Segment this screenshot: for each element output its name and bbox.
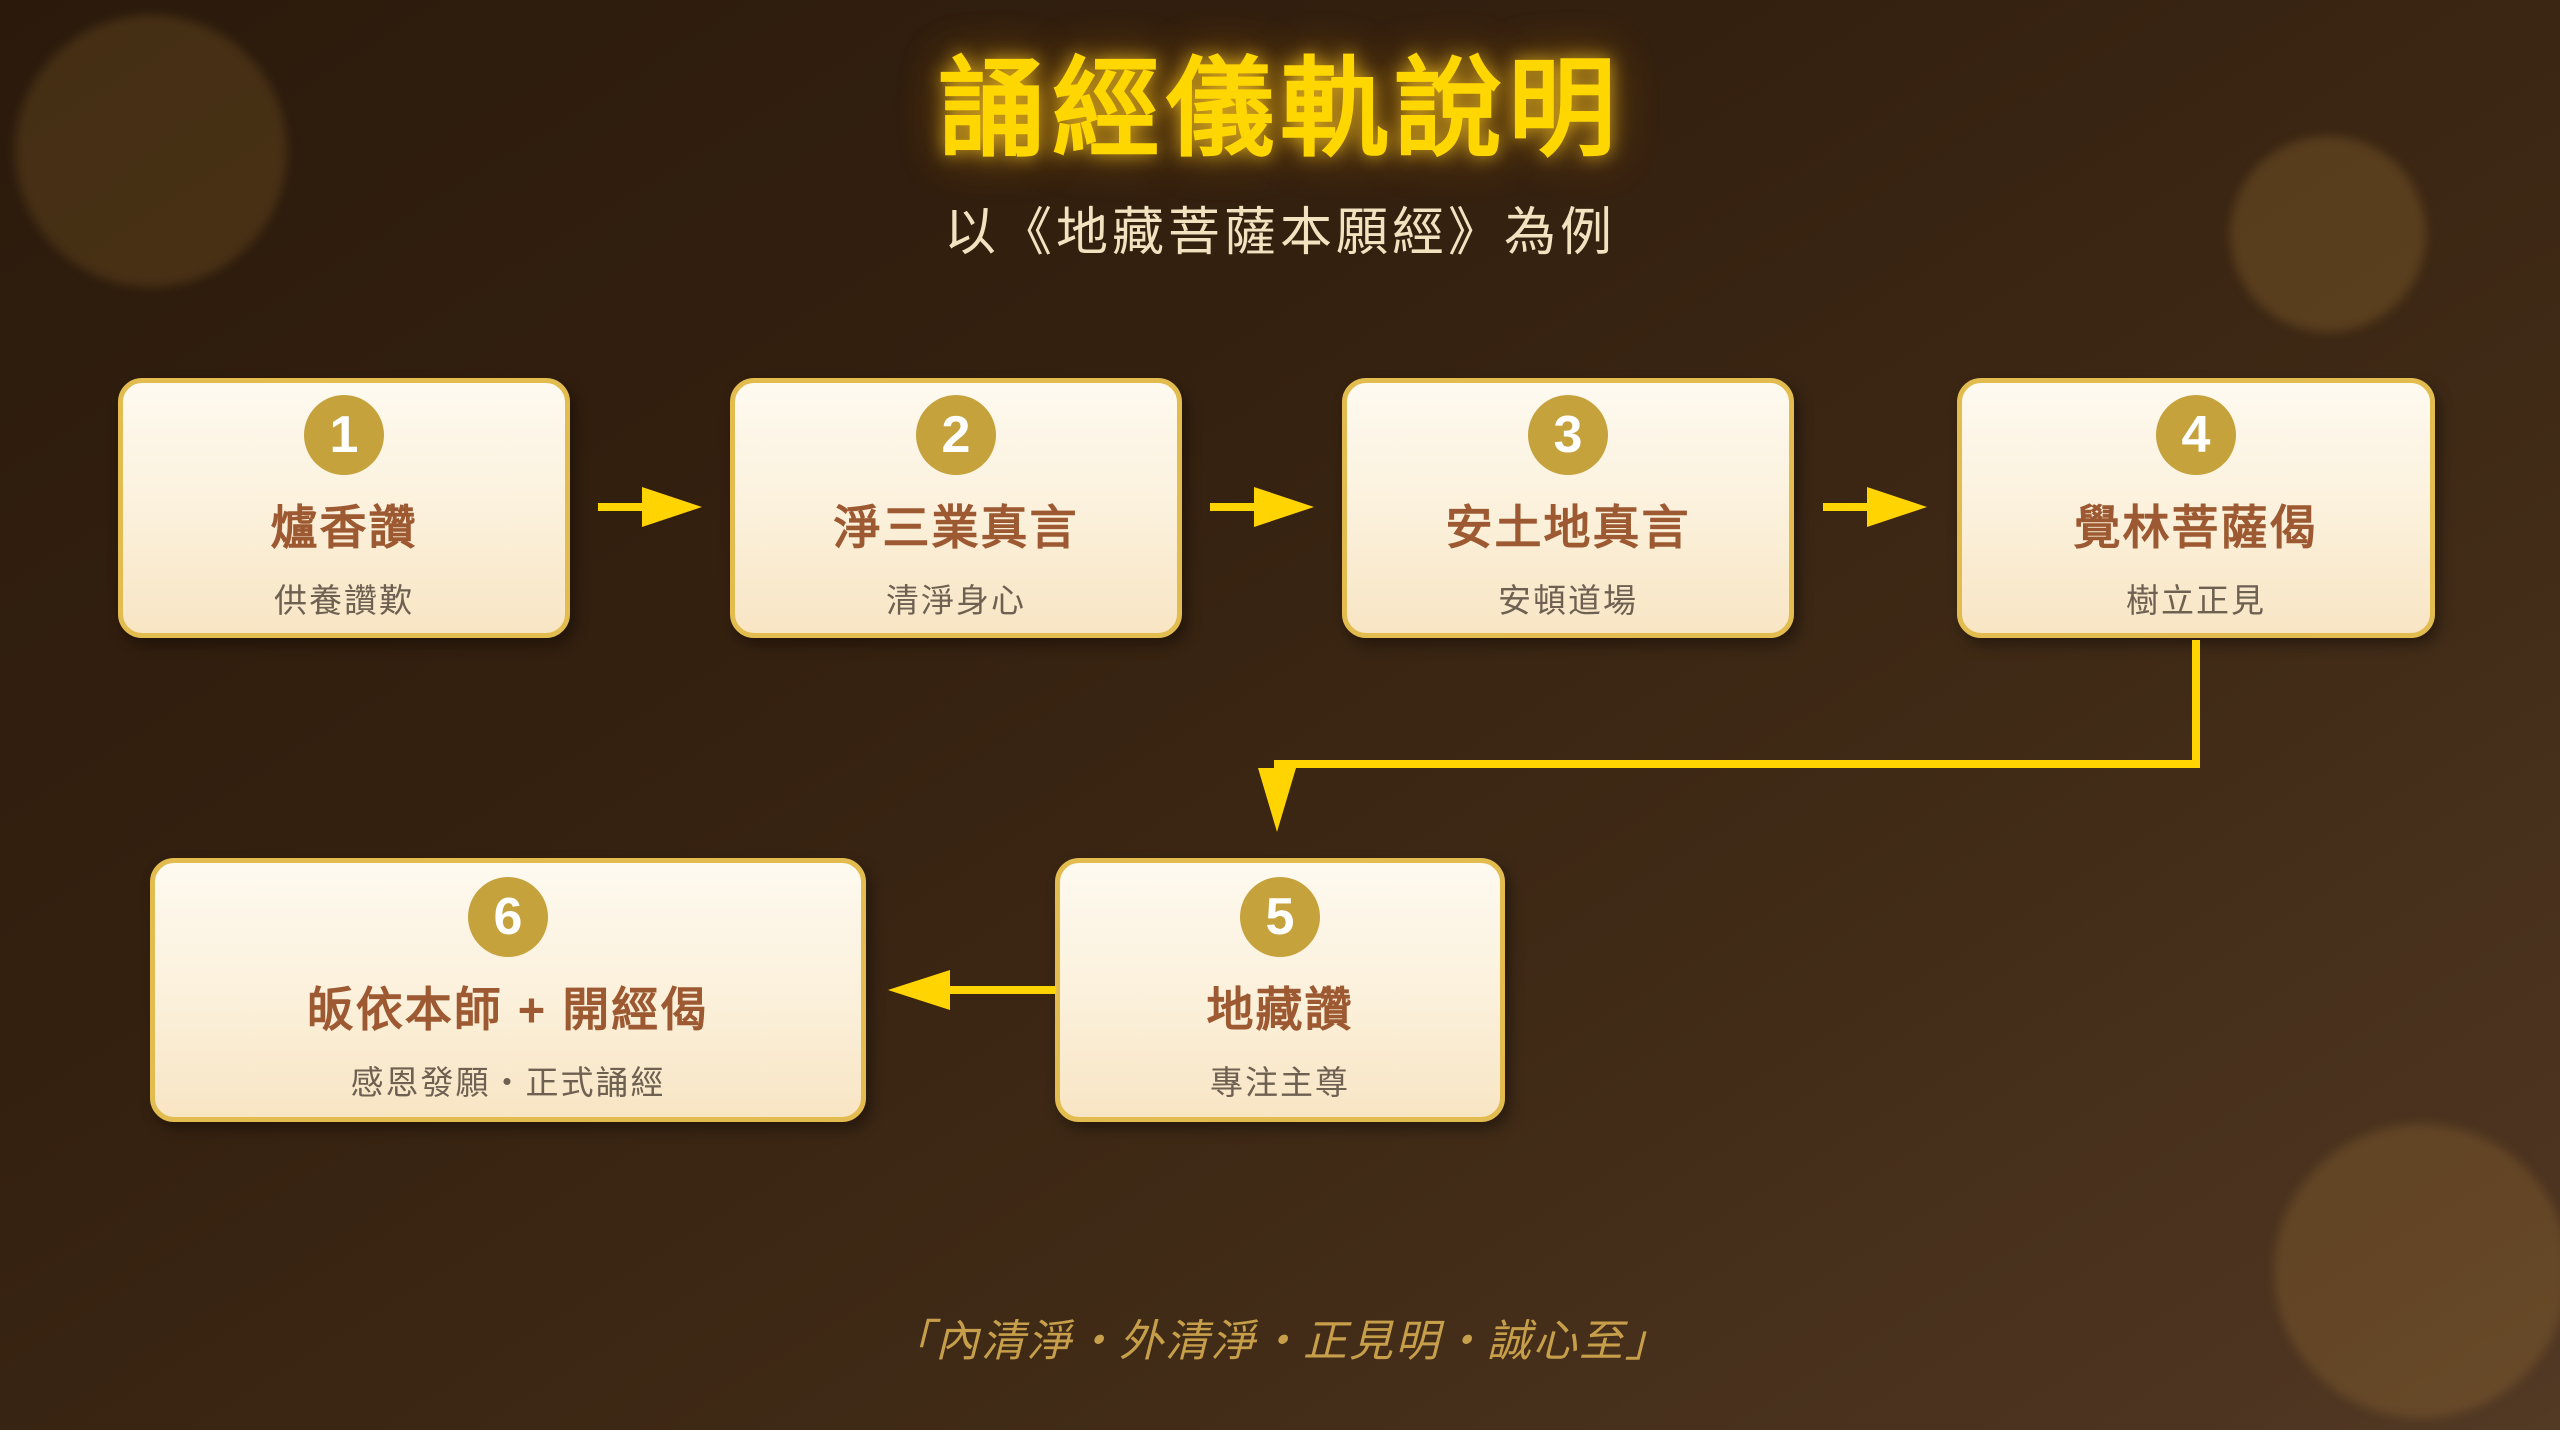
step-1-number-badge: 1 bbox=[304, 394, 384, 475]
step-6-title: 皈依本師 + 開經偈 bbox=[306, 982, 710, 1036]
step-1-title: 爐香讚 bbox=[270, 500, 418, 554]
arrow-down-icon bbox=[1258, 768, 1296, 832]
step-3-description: 安頓道場 bbox=[1498, 581, 1638, 619]
step-3-number-badge: 3 bbox=[1528, 394, 1608, 475]
step-5-description: 專注主尊 bbox=[1210, 1063, 1350, 1101]
arrow-right-icon bbox=[1210, 487, 1314, 527]
arrow-right-icon bbox=[598, 487, 702, 527]
background-blob-top-left bbox=[15, 15, 287, 287]
arrow-head bbox=[1254, 487, 1314, 527]
page-subtitle: 以《地藏菩薩本願經》為例 bbox=[943, 204, 1616, 262]
step-6-number-badge: 6 bbox=[468, 876, 548, 957]
arrow-head bbox=[1867, 487, 1927, 527]
background-blob-top-right bbox=[2230, 136, 2426, 332]
step-card-2: 2 淨三業真言 清淨身心 bbox=[730, 378, 1182, 638]
step-2-number-badge: 2 bbox=[916, 394, 996, 475]
arrow-right-icon bbox=[1823, 487, 1927, 527]
step-3-title: 安土地真言 bbox=[1445, 500, 1691, 554]
arrow-head bbox=[642, 487, 702, 527]
arrow-shaft bbox=[1823, 503, 1873, 511]
step-6-description: 感恩發願・正式誦經 bbox=[350, 1063, 666, 1101]
connector-horizontal-segment bbox=[1274, 760, 2200, 768]
arrow-shaft bbox=[944, 986, 1056, 994]
arrow-left-icon bbox=[888, 970, 1056, 1010]
step-card-6: 6 皈依本師 + 開經偈 感恩發願・正式誦經 bbox=[150, 858, 866, 1122]
step-5-number-badge: 5 bbox=[1240, 876, 1320, 957]
connector-vertical-segment bbox=[2192, 640, 2200, 766]
arrow-shaft bbox=[598, 503, 648, 511]
step-2-title: 淨三業真言 bbox=[833, 500, 1079, 554]
step-1-description: 供養讚歎 bbox=[274, 581, 414, 619]
step-card-1: 1 爐香讚 供養讚歎 bbox=[118, 378, 570, 638]
arrow-head bbox=[888, 970, 950, 1010]
closing-quote: 「內清淨・外清淨・正見明・誠心至」 bbox=[889, 1317, 1671, 1366]
arrow-shaft bbox=[1210, 503, 1260, 511]
background-blob-bottom-right bbox=[2274, 1124, 2560, 1418]
step-4-title: 覺林菩薩偈 bbox=[2073, 500, 2319, 554]
step-card-5: 5 地藏讚 專注主尊 bbox=[1055, 858, 1505, 1122]
page-title: 誦經儀軌說明 bbox=[937, 51, 1622, 170]
step-5-title: 地藏讚 bbox=[1206, 982, 1354, 1036]
step-4-description: 樹立正見 bbox=[2126, 581, 2266, 619]
step-card-4: 4 覺林菩薩偈 樹立正見 bbox=[1957, 378, 2435, 638]
step-card-3: 3 安土地真言 安頓道場 bbox=[1342, 378, 1794, 638]
step-4-number-badge: 4 bbox=[2156, 394, 2236, 475]
step-2-description: 清淨身心 bbox=[886, 581, 1026, 619]
